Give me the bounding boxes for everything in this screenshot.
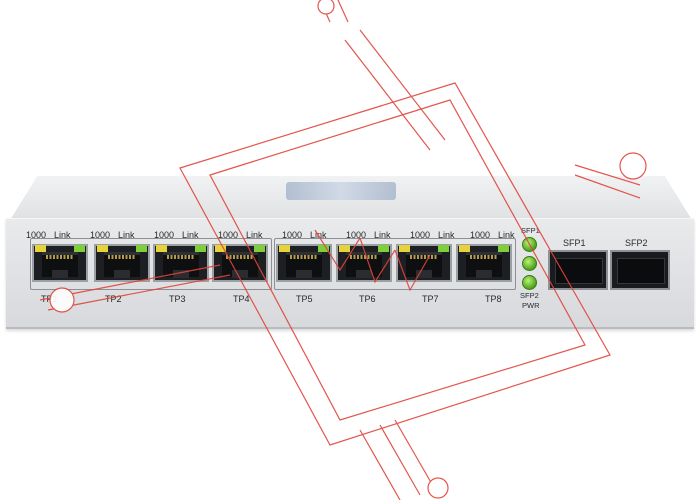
watermark-diamond [179, 82, 611, 446]
watermark-circle [49, 287, 75, 313]
rj45-port-tp8 [456, 244, 512, 282]
watermark-circle [619, 152, 647, 180]
watermark-line [359, 29, 446, 141]
tp6-speed-label: 1000 [346, 230, 367, 240]
watermark-glyph [314, 229, 431, 292]
sfp2-led-label: SFP2 [520, 291, 539, 300]
tp7-speed-label: 1000 [410, 230, 431, 240]
rj45-port-tp6 [336, 244, 392, 282]
tp1-speed-label: 1000 [26, 230, 47, 240]
tp6-link-label: Link [374, 230, 391, 240]
tp5-port-label: TP5 [296, 294, 313, 304]
sfp2-cage [610, 250, 670, 290]
tp8-speed-label: 1000 [470, 230, 491, 240]
watermark-circle [317, 0, 335, 15]
tp3-link-label: Link [182, 230, 199, 240]
watermark-line [379, 424, 421, 496]
tp2-speed-label: 1000 [90, 230, 111, 240]
rj45-port-tp4 [212, 244, 268, 282]
watermark-line [344, 39, 431, 151]
tp3-speed-label: 1000 [154, 230, 175, 240]
tp4-link-label: Link [246, 230, 263, 240]
watermark-line [47, 274, 231, 311]
tp7-port-label: TP7 [422, 294, 439, 304]
tp1-port-label: TP1 [41, 294, 58, 304]
sfp2-status-led [522, 256, 537, 271]
tp1-link-label: Link [54, 230, 71, 240]
sfp1-port-label: SFP1 [563, 238, 586, 248]
watermark-line [337, 0, 349, 23]
brand-logo [286, 182, 396, 200]
sfp1-led-label: SFP1 [521, 226, 540, 235]
tp8-link-label: Link [498, 230, 515, 240]
sfp2-port-label: SFP2 [625, 238, 648, 248]
pwr-status-led [522, 275, 537, 290]
tp2-port-label: TP2 [105, 294, 122, 304]
watermark-circle [427, 477, 449, 499]
tp4-speed-label: 1000 [218, 230, 239, 240]
pwr-led-label: PWR [522, 301, 540, 310]
rj45-port-tp5 [276, 244, 332, 282]
watermark-line [574, 164, 641, 186]
tp4-port-label: TP4 [233, 294, 250, 304]
rj45-port-tp2 [94, 244, 150, 282]
watermark-line [574, 174, 641, 199]
rj45-port-tp1 [32, 244, 88, 282]
port-group-left [30, 238, 272, 290]
tp3-port-label: TP3 [169, 294, 186, 304]
tp8-port-label: TP8 [485, 294, 502, 304]
tp2-link-label: Link [118, 230, 135, 240]
tp6-port-label: TP6 [359, 294, 376, 304]
watermark-line [359, 429, 401, 500]
watermark-diamond [209, 99, 586, 421]
sfp1-cage [548, 250, 608, 290]
tp5-speed-label: 1000 [282, 230, 303, 240]
tp7-link-label: Link [438, 230, 455, 240]
port-group-right [274, 238, 516, 290]
